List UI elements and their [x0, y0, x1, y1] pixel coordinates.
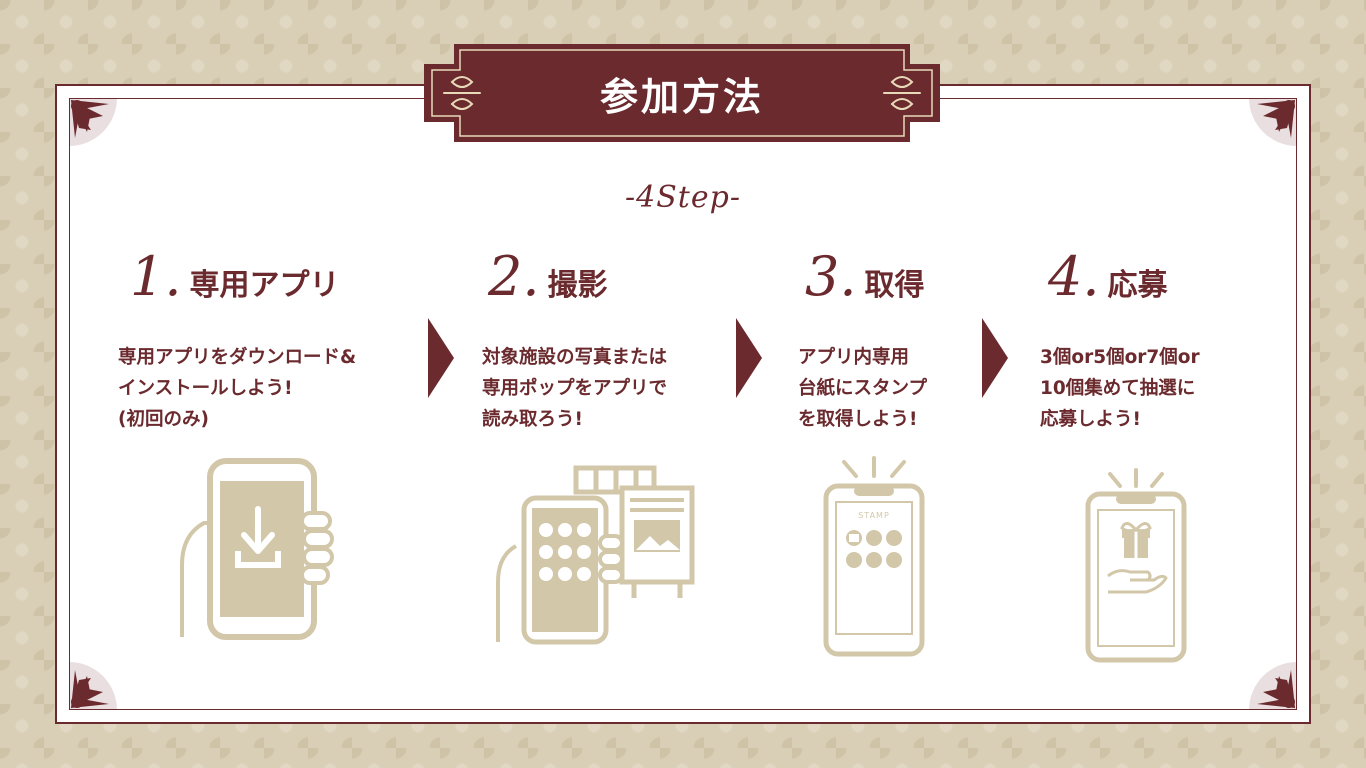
step-name: 専用アプリ	[189, 268, 340, 303]
page-title: 参加方法	[599, 74, 764, 119]
step-name: 取得	[864, 268, 925, 303]
step-count-label: -4Step-	[625, 180, 741, 215]
step-1: 1. 専用アプリ	[130, 250, 340, 304]
gift-icon	[1085, 468, 1187, 663]
corner-ornament-icon	[1249, 662, 1297, 710]
corner-ornament-icon	[69, 662, 117, 710]
photo-scan-icon	[496, 465, 695, 645]
title-banner	[424, 44, 940, 142]
step-3: 3. 取得	[805, 250, 925, 304]
download-app-icon	[180, 458, 334, 640]
arrow-right-icon	[428, 318, 454, 398]
corner-ornament-icon	[69, 98, 117, 146]
step-4: 4. 応募	[1048, 250, 1168, 304]
step-name: 応募	[1107, 268, 1168, 303]
stamp-card-icon	[823, 456, 925, 657]
step-number: 2.	[488, 245, 540, 308]
step-description: 3個or5個or7個or 10個集めて抽選に 応募しよう!	[1040, 347, 1200, 430]
arrow-right-icon	[736, 318, 762, 398]
step-description: アプリ内専用 台紙にスタンプ を取得しよう!	[798, 347, 927, 430]
arrow-right-icon	[982, 318, 1008, 398]
step-number: 3.	[805, 245, 857, 308]
stamp-label: STAMP	[858, 511, 890, 520]
step-number: 1.	[130, 245, 182, 308]
step-2: 2. 撮影	[488, 250, 608, 304]
step-description: 専用アプリをダウンロード& インストールしよう! (初回のみ)	[118, 347, 357, 430]
corner-ornament-icon	[1249, 98, 1297, 146]
content-panel	[55, 84, 1311, 724]
step-name: 撮影	[547, 268, 608, 303]
step-description: 対象施設の写真または 専用ポップをアプリで 読み取ろう!	[482, 347, 668, 430]
step-number: 4.	[1048, 245, 1100, 308]
